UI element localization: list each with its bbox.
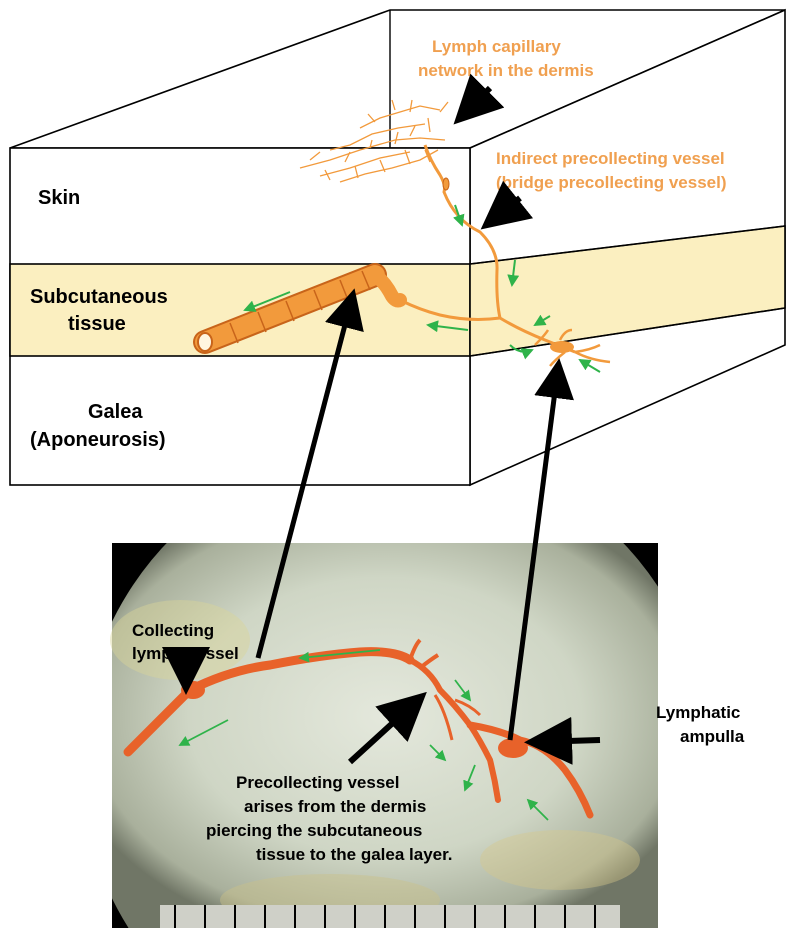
collecting-label-1: Collecting [132,621,214,640]
ampulla-label-2: ampulla [680,727,745,746]
micrograph-photo [110,543,658,928]
galea-label-2: (Aponeurosis) [30,429,166,451]
precollecting-label-4: tissue to the galea layer. [256,845,453,864]
skin-label: Skin [38,187,80,209]
ampulla-label-1: Lymphatic [656,703,740,722]
subcutaneous-label-2: tissue [68,313,126,335]
precollecting-label-1: Precollecting vessel [236,773,399,792]
subcutaneous-label-1: Subcutaneous [30,286,168,308]
galea-label-1: Galea [88,401,143,423]
capillary-label-1: Lymph capillary [432,37,561,56]
indirect-label-1: Indirect precollecting vessel [496,149,725,168]
collecting-label-2: lymph vessel [132,644,239,663]
capillary-label-2: network in the dermis [418,61,594,80]
scale-ruler [160,905,620,928]
precollecting-label-3: piercing the subcutaneous [206,821,422,840]
subcutaneous-layer-front [10,264,470,356]
precollecting-label-2: arises from the dermis [244,797,426,816]
indirect-label-2: (bridge precollecting vessel) [496,173,727,192]
